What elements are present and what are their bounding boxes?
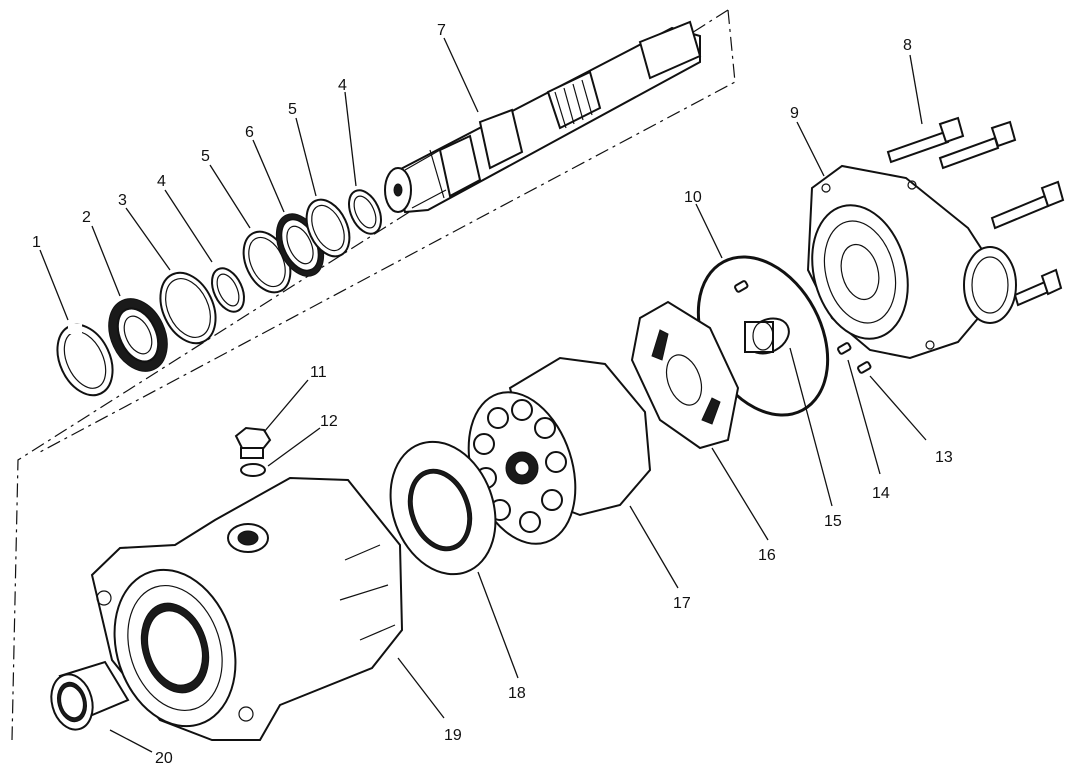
- callout-labels: 1 2 3 4 5 6 5 4 7 8 9 10 11 12 13 14 15 …: [32, 22, 953, 767]
- leader-lines: [39, 37, 927, 753]
- end-cap-9: [806, 164, 1017, 360]
- callout-18: 18: [508, 685, 526, 702]
- callout-1: 1: [32, 234, 41, 251]
- callout-7: 7: [437, 22, 446, 39]
- shaft: [384, 20, 702, 214]
- snap-ring-4a: [211, 267, 245, 313]
- snap-ring-4b: [348, 189, 382, 235]
- bearing-20: [50, 660, 130, 731]
- needle-bearing-15: [744, 317, 790, 355]
- callout-15: 15: [824, 513, 842, 530]
- housing-19: [90, 476, 404, 741]
- snap-ring-1: [56, 323, 114, 397]
- callout-13: 13: [935, 449, 953, 466]
- callout-3: 3: [118, 192, 127, 209]
- valve-plate-16: [630, 300, 740, 450]
- callout-4: 4: [157, 173, 166, 190]
- callout-12: 12: [320, 413, 338, 430]
- callout-4-second: 4: [338, 77, 347, 94]
- bolts-8: [886, 116, 1065, 307]
- o-ring-12: [240, 463, 266, 477]
- callout-16: 16: [758, 547, 776, 564]
- callout-11: 11: [310, 364, 327, 381]
- plug-11: [234, 426, 272, 459]
- callout-14: 14: [872, 485, 890, 502]
- thrust-plate-18: [389, 440, 497, 576]
- callout-5: 5: [201, 148, 210, 165]
- callout-10: 10: [684, 189, 702, 206]
- callout-6: 6: [245, 124, 254, 141]
- seal-2: [108, 298, 168, 372]
- pins-13-14: [734, 280, 872, 374]
- callout-9: 9: [790, 105, 799, 122]
- callout-19: 19: [444, 727, 462, 744]
- callout-5-second: 5: [288, 101, 297, 118]
- washer-3: [159, 271, 217, 345]
- callout-20: 20: [155, 750, 173, 767]
- washer-5b: [305, 198, 351, 258]
- callout-17: 17: [673, 595, 691, 612]
- callout-8: 8: [903, 37, 912, 54]
- callout-2: 2: [82, 209, 91, 226]
- cylinder-barrel-17: [467, 356, 652, 545]
